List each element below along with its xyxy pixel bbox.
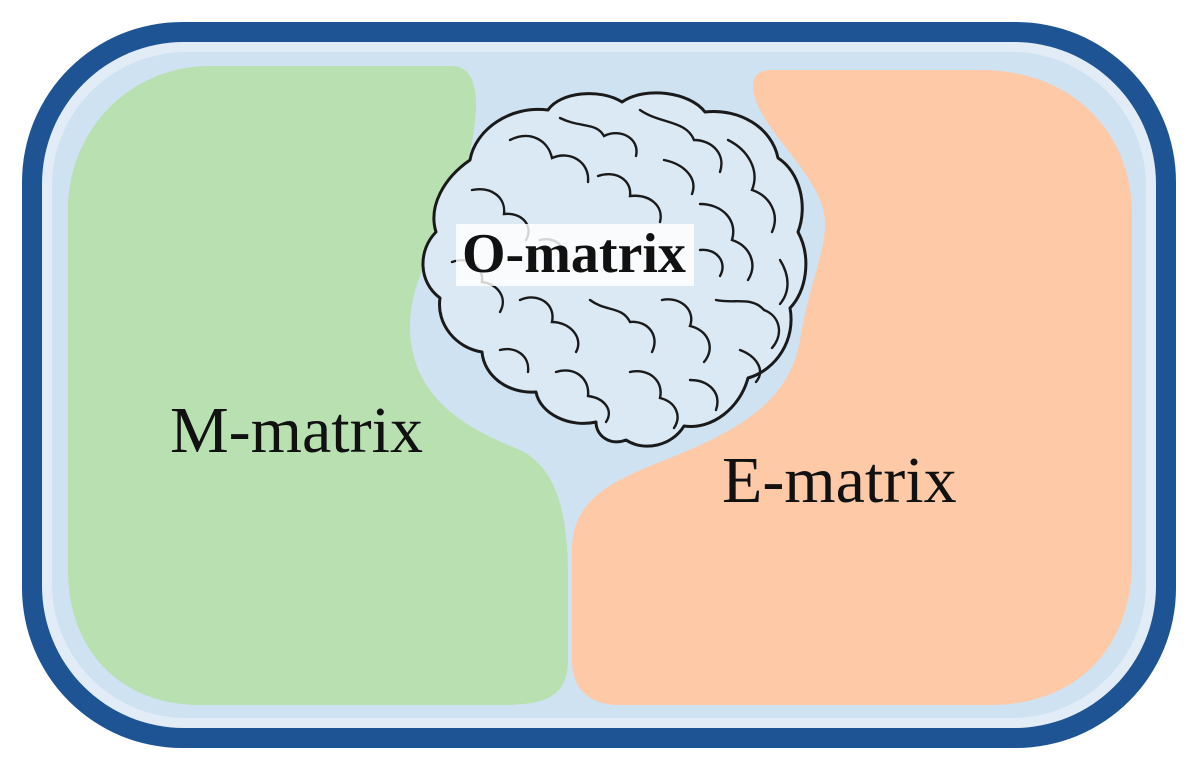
e-matrix-label: E-matrix [722,444,957,517]
m-matrix-region [68,66,568,705]
o-matrix-label: O-matrix [456,224,694,286]
m-matrix-label: M-matrix [170,394,423,467]
e-matrix-region [572,70,1132,705]
